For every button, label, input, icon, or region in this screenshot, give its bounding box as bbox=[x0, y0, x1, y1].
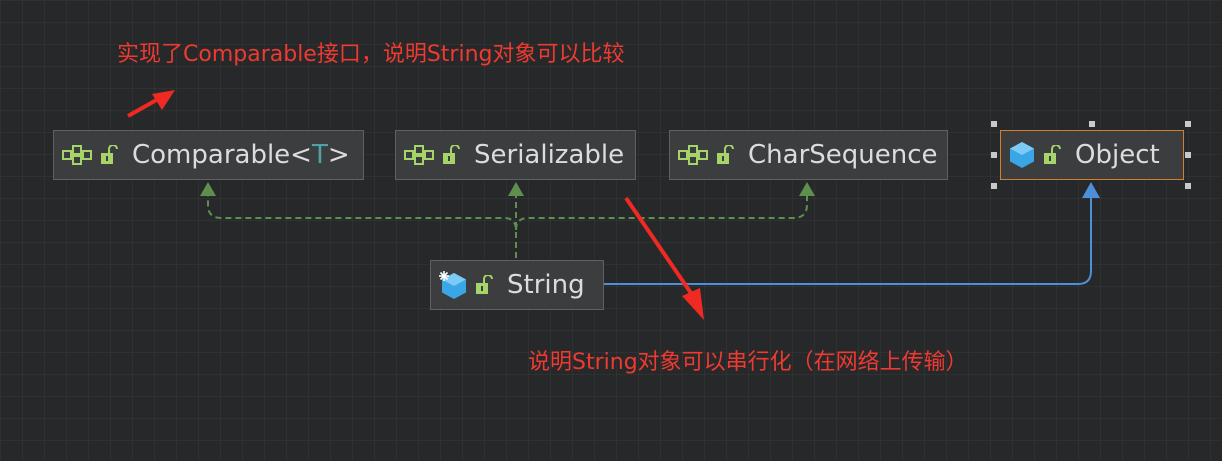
resize-handle-w[interactable] bbox=[991, 152, 997, 158]
implements-edges bbox=[207, 195, 808, 258]
node-label: Object bbox=[1075, 140, 1160, 170]
node-serializable[interactable]: Serializable bbox=[395, 130, 636, 180]
resize-handle-n[interactable] bbox=[1089, 121, 1095, 127]
arrowhead-object bbox=[1082, 182, 1100, 198]
node-label: Comparable<T> bbox=[132, 140, 350, 170]
edge-string-object bbox=[604, 197, 1092, 285]
interface-icon bbox=[678, 144, 708, 166]
annotation-arrow-bottom bbox=[624, 196, 704, 320]
resize-handle-ne[interactable] bbox=[1185, 121, 1191, 127]
final-class-icon bbox=[439, 270, 467, 300]
annotation-arrow-top bbox=[127, 90, 175, 118]
interface-icon bbox=[62, 144, 92, 166]
interface-icon bbox=[404, 144, 434, 166]
open-lock-icon bbox=[716, 145, 734, 165]
edge-string-charsequence bbox=[515, 195, 808, 231]
resize-handle-e[interactable] bbox=[1185, 152, 1191, 158]
class-icon bbox=[1009, 141, 1035, 169]
node-charsequence[interactable]: CharSequence bbox=[669, 130, 948, 180]
node-string[interactable]: String bbox=[430, 260, 604, 310]
edge-string-comparable bbox=[207, 195, 517, 258]
type-parameter: T bbox=[311, 140, 328, 170]
open-lock-icon bbox=[100, 145, 118, 165]
node-object[interactable]: Object bbox=[1000, 130, 1184, 180]
resize-handle-sw[interactable] bbox=[991, 183, 997, 189]
arrowhead-charsequence bbox=[799, 182, 815, 196]
annotation-top: 实现了Comparable接口，说明String对象可以比较 bbox=[117, 42, 625, 67]
resize-handle-se[interactable] bbox=[1185, 183, 1191, 189]
node-label: String bbox=[507, 270, 585, 300]
open-lock-icon bbox=[475, 275, 493, 295]
node-label: Serializable bbox=[474, 140, 625, 170]
resize-handle-nw[interactable] bbox=[991, 121, 997, 127]
annotation-bottom: 说明String对象可以串行化（在网络上传输） bbox=[528, 350, 968, 375]
arrowhead-comparable bbox=[200, 182, 216, 196]
node-comparable[interactable]: Comparable<T> bbox=[53, 130, 364, 180]
open-lock-icon bbox=[442, 145, 460, 165]
node-label: CharSequence bbox=[748, 140, 938, 170]
open-lock-icon bbox=[1043, 145, 1061, 165]
arrowhead-serializable bbox=[508, 182, 524, 196]
